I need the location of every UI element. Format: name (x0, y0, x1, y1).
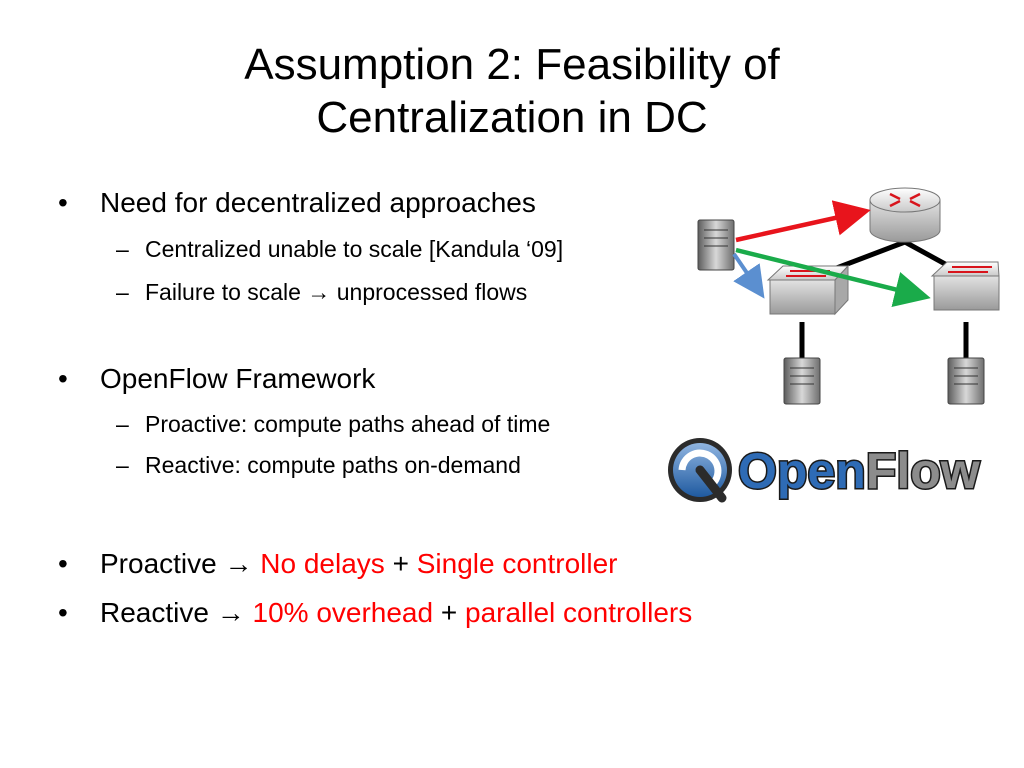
logo-text-open: Open (738, 443, 866, 499)
flow-arrows (732, 200, 931, 307)
bullet-decentralized: • Need for decentralized approaches (58, 186, 536, 220)
switch-icon (930, 261, 1000, 311)
arrow-right-icon: → (216, 597, 245, 628)
sub-bullet-failure-to-scale: –Failure to scale → unprocessed flows (116, 278, 527, 306)
title-line-2: Centralization in DC (316, 93, 708, 142)
highlight-overhead: 10% overhead (252, 597, 434, 628)
sub-bullet-reactive: –Reactive: compute paths on-demand (116, 451, 521, 479)
bullet-marker: • (58, 187, 68, 218)
flow-arrow-blue (732, 252, 765, 299)
bullet-text-pre: Reactive (100, 597, 209, 628)
bullet-proactive-summary: • Proactive → No delays + Single controll… (58, 547, 618, 581)
sub-bullet-proactive: –Proactive: compute paths ahead of time (116, 410, 550, 438)
arrow-right-icon: → (307, 279, 331, 305)
server-icon (947, 357, 985, 405)
flow-arrow-red (735, 200, 871, 243)
plus-sign: + (392, 548, 409, 579)
sub-bullet-text-post: unprocessed flows (336, 279, 528, 305)
server-icon (697, 219, 735, 271)
logo-text-flow: Flow (866, 443, 980, 499)
dash-marker: – (116, 411, 129, 437)
server-icon (783, 357, 821, 405)
openflow-logo-icon: OpenFlow (668, 438, 981, 503)
highlight-no-delays: No delays (260, 548, 385, 579)
bullet-reactive-summary: • Reactive → 10% overhead + parallel cont… (58, 596, 692, 630)
router-icon (869, 187, 941, 243)
bullet-marker: • (58, 363, 68, 394)
dash-marker: – (116, 452, 129, 478)
bullet-openflow: • OpenFlow Framework (58, 362, 375, 396)
dash-marker: – (116, 236, 129, 262)
slide-title: Assumption 2: Feasibility of Centralizat… (60, 38, 964, 144)
sub-bullet-text: Reactive: compute paths on-demand (145, 452, 521, 478)
sub-bullet-unable-to-scale: –Centralized unable to scale [Kandula ‘0… (116, 235, 563, 263)
arrow-right-icon: → (224, 548, 253, 579)
title-line-1: Assumption 2: Feasibility of (244, 40, 780, 89)
bullet-text: Need for decentralized approaches (100, 187, 536, 218)
highlight-single-controller: Single controller (416, 548, 618, 579)
bullet-text: OpenFlow Framework (100, 363, 376, 394)
sub-bullet-text: Centralized unable to scale [Kandula ‘09… (145, 236, 564, 262)
plus-sign: + (440, 597, 458, 628)
svg-text:OpenFlow: OpenFlow (738, 443, 980, 499)
logo-swoosh (678, 449, 722, 489)
sub-bullet-text-pre: Failure to scale (145, 279, 301, 305)
logo-tail (695, 465, 727, 503)
highlight-parallel-controllers: parallel controllers (465, 597, 693, 628)
bullet-marker: • (58, 597, 68, 628)
flow-arrow-green (735, 247, 931, 307)
network-diagram (697, 187, 1000, 405)
bullet-marker: • (58, 548, 68, 579)
sub-bullet-text: Proactive: compute paths ahead of time (145, 411, 551, 437)
dash-marker: – (116, 279, 129, 305)
bullet-text-pre: Proactive (100, 548, 217, 579)
